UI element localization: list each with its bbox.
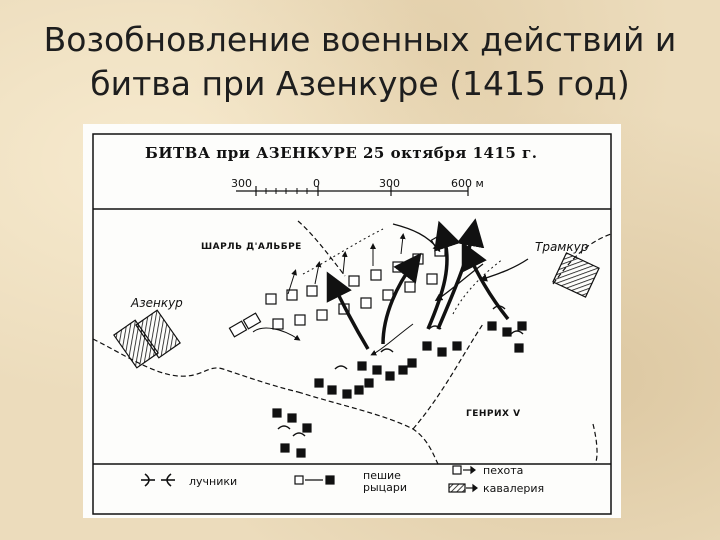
legend-infantry-symbol [452,465,476,475]
legend-archers-label: лучники [189,475,238,488]
legend-cavalry-label: кавалерия [483,482,545,495]
commander-french: ШАРЛЬ Д'АЛЬБРЕ [201,242,302,252]
legend-cavalry-symbol [448,483,478,493]
map-border [92,133,612,515]
commander-english: ГЕНРИХ V [466,409,521,419]
map-title: БИТВА при АЗЕНКУРЕ 25 октября 1415 г. [145,144,538,162]
place-tramecourt: Трамкур [535,240,589,254]
wood-edges [302,228,504,315]
french-advance-arrows [252,233,414,356]
legend-foot-knights-label-1: пешие [363,469,401,482]
english-archers [277,305,524,437]
slide-title-line-2: битва при Азенкуре (1415 год) [90,64,630,103]
slide-title-line-1: Возобновление военных действий и [43,20,677,59]
scale-label-300-left: 300 [231,177,252,190]
legend-foot-knights-label-2: рыцари [363,481,408,494]
battle-map: БИТВА при АЗЕНКУРЕ 25 октября 1415 г. 30… [83,124,621,518]
roads [92,220,612,465]
tramecourt-village [552,252,600,298]
scale-label-0: 0 [313,177,320,190]
english-attack-arrows [326,218,510,350]
legend-foot-knights-symbol [294,475,335,485]
scale-label-300-right: 300 [379,177,400,190]
scale-bar [236,186,469,196]
place-agincourt: Азенкур [131,296,183,310]
battle-map-drawing [92,133,612,515]
legend-archers-symbol [141,473,175,487]
legend-infantry-label: пехота [483,464,524,477]
english-positions [272,321,527,458]
slide-title: Возобновление военных действий и битва п… [0,18,720,106]
agincourt-village [113,309,181,369]
english-flank-arrows [392,223,529,302]
french-line-rear [265,245,446,305]
scale-label-600: 600 м [451,177,484,190]
